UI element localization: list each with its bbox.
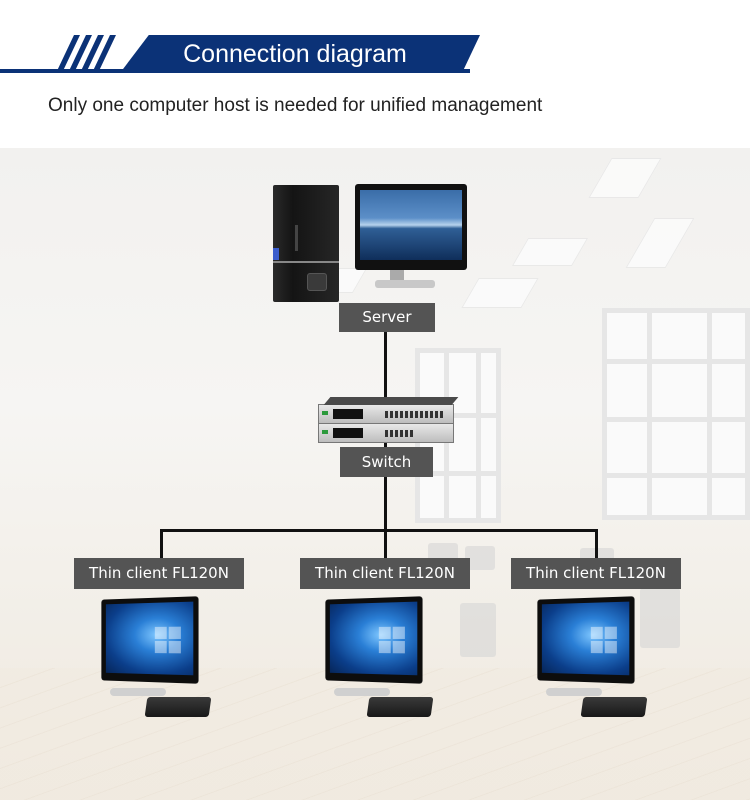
thin-client-box-icon [366, 697, 434, 717]
page-title: Connection diagram [183, 40, 407, 68]
client-bus-line [160, 529, 598, 532]
thin-client-box-icon [144, 697, 212, 717]
thin-client-label: Thin client FL120N [511, 558, 681, 589]
network-switch-icon [318, 397, 459, 424]
page-subtitle: Only one computer host is needed for uni… [48, 95, 543, 116]
window-right [602, 308, 750, 520]
client-1-drop-line [160, 529, 163, 559]
thin-client-label: Thin client FL120N [300, 558, 470, 589]
header-banner: Connection diagram Only one computer hos… [0, 0, 750, 140]
banner-title-bar [120, 35, 480, 73]
switch-label: Switch [340, 447, 433, 477]
switch-to-bus-line [384, 477, 387, 532]
server-label: Server [339, 303, 435, 332]
thin-client-label: Thin client FL120N [74, 558, 244, 589]
network-switch-icon-lower [318, 423, 454, 443]
thin-client-box-icon [580, 697, 648, 717]
stripes-decoration-icon [56, 35, 116, 73]
thin-client-monitor-icon [325, 596, 423, 684]
thin-client-monitor-icon [101, 596, 199, 684]
client-3-drop-line [595, 529, 598, 559]
thin-client-monitor-icon [537, 596, 635, 684]
switch-line-mid [384, 438, 387, 448]
client-2-drop-line [384, 529, 387, 559]
server-to-switch-line [384, 332, 387, 398]
server-monitor-icon [355, 184, 467, 270]
server-tower-icon [273, 185, 339, 302]
